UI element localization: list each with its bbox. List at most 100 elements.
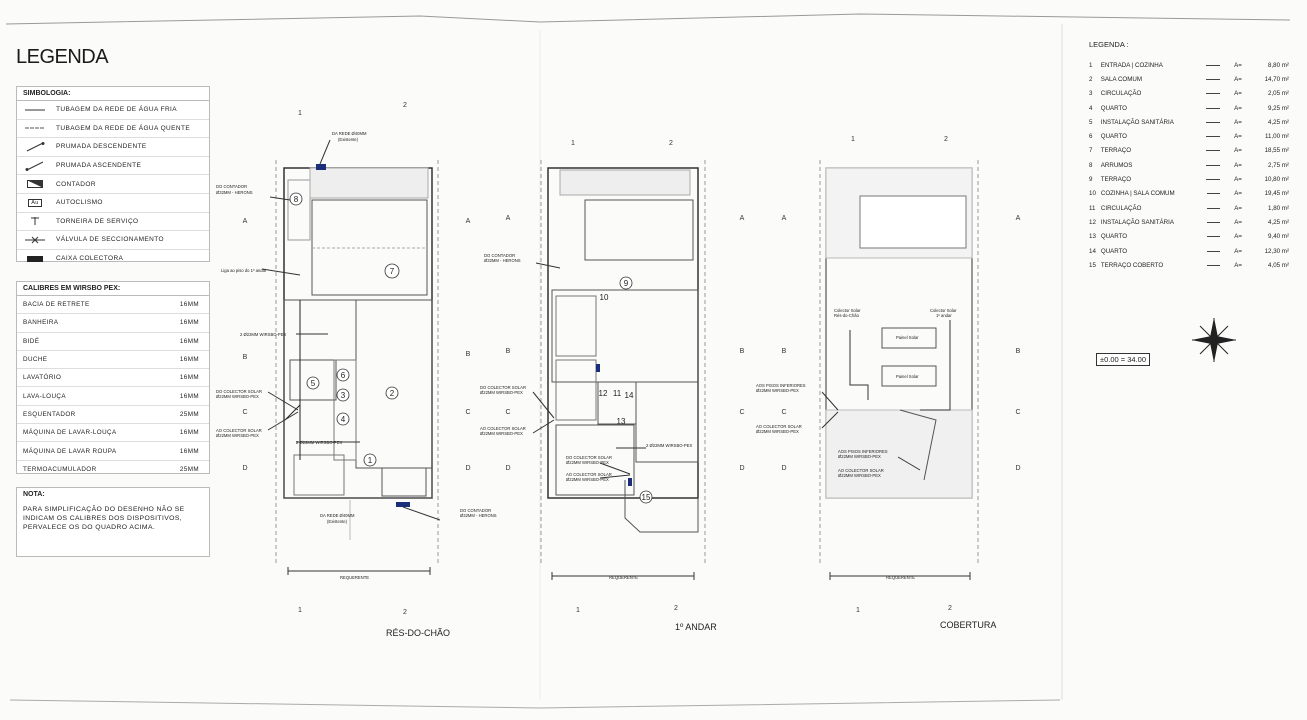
room-number: 5: [311, 379, 316, 388]
room-legend-number: 4: [1089, 104, 1093, 112]
room-legend-area-symbol: A=: [1234, 90, 1242, 98]
room-legend-dash: [1206, 93, 1221, 95]
section-mark: D: [739, 465, 744, 472]
annotation: AOS PISOS INFERIORES: [838, 449, 888, 454]
annotation: AO COLECTOR SOLAR: [838, 468, 884, 473]
room-legend-number: 7: [1089, 147, 1093, 155]
room-legend-number: 2: [1089, 75, 1093, 83]
room-legend-dash: [1206, 264, 1221, 266]
room-legend-area: 9,40 m²: [1268, 233, 1290, 241]
calibre-name: TERMOACUMULADOR: [23, 465, 97, 473]
axis-mark: 2: [403, 102, 407, 109]
room-legend-area-symbol: A=: [1234, 133, 1242, 141]
annotation: 1º andar: [936, 313, 952, 318]
room-legend-area: 4,05 m²: [1268, 261, 1290, 269]
calibre-value: 16MM: [179, 319, 199, 327]
annotation: Ø22MM WIRSBO-PEX: [566, 477, 609, 482]
axis-mark: 1: [298, 110, 302, 117]
room-number: 1: [368, 456, 373, 465]
room-legend-dash: [1206, 150, 1221, 152]
annotation: DA REDE Ø40MM: [332, 131, 367, 136]
section-mark: B: [740, 348, 745, 355]
room-legend-name: TERRAÇO COBERTO: [1100, 261, 1164, 269]
annotation: AO COLECTOR SOLAR: [216, 428, 262, 433]
room-legend-area-symbol: A=: [1234, 61, 1242, 69]
section-mark: D: [1015, 465, 1020, 472]
symbol-label: TUBAGEM DA REDE DE ÁGUA FRIA: [56, 106, 177, 114]
symbol-label: AUTOCLISMO: [56, 199, 103, 207]
room-legend-number: 10: [1089, 190, 1096, 198]
section-mark: A: [1016, 215, 1021, 222]
annotation: Ø22MM WIRSBO-PEX: [480, 431, 523, 436]
note-text: PARA SIMPLIFICAÇÃO DO DESENHO NÃO SE IND…: [23, 506, 185, 531]
calibre-row: LAVATÓRIO 16MM: [17, 369, 209, 388]
calibre-name: ESQUENTADOR: [23, 410, 76, 418]
room-legend-heading: LEGENDA :: [1089, 40, 1129, 49]
room-number: 10: [600, 293, 609, 302]
room-legend-name: ARRUMOS: [1100, 161, 1133, 169]
annotation: DA REDE Ø40MM: [320, 513, 355, 518]
room-legend-dash: [1206, 221, 1221, 223]
room-number: 15: [642, 493, 651, 502]
descending-riser-icon: [24, 141, 46, 152]
calibre-value: 16MM: [179, 429, 199, 437]
note-heading: NOTA:: [23, 491, 45, 498]
room-number: 11: [613, 389, 622, 398]
calibre-value: 16MM: [179, 374, 199, 382]
room-number: 3: [341, 391, 346, 400]
room-legend-name: QUARTO: [1100, 133, 1127, 141]
section-mark: C: [1015, 409, 1020, 416]
collector-box-icon: [24, 254, 46, 264]
calibre-name: LAVATÓRIO: [23, 374, 62, 382]
section-mark: A: [243, 218, 248, 225]
calibre-name: DUCHE: [23, 356, 48, 364]
annotation: Painel Solar: [896, 374, 919, 379]
room-legend-dash: [1206, 78, 1221, 80]
room-legend-name: QUARTO: [1100, 233, 1128, 241]
room-legend-number: 11: [1089, 204, 1096, 212]
section-mark: C: [739, 409, 744, 416]
room-legend-dash: [1206, 236, 1221, 238]
section-mark: B: [506, 348, 511, 355]
room-legend-dash: [1206, 207, 1221, 209]
flush-tank-icon: Au: [24, 198, 46, 208]
calibre-name: MÁQUINA DE LAVAR ROUPA: [23, 447, 117, 455]
room-legend-number: 5: [1089, 118, 1093, 126]
annotation: REQUERENTE: [340, 575, 369, 580]
axis-mark: 2: [674, 605, 678, 612]
cold-water-line-icon: [24, 105, 46, 115]
room-legend-name: TERRAÇO: [1100, 176, 1132, 184]
symbology-heading: SIMBOLOGIA:: [17, 87, 209, 101]
room-legend-number: 12: [1089, 218, 1096, 226]
room-legend-number: 1: [1089, 61, 1093, 69]
room-legend-number: 3: [1089, 90, 1093, 98]
annotation: Ø22MM WIRSBO-PEX: [838, 454, 881, 459]
symbology-box: SIMBOLOGIA: TUBAGEM DA REDE DE ÁGUA FRIA…: [16, 86, 210, 262]
flush-tank-glyph: Au: [28, 198, 42, 207]
room-legend-area: 2,75 m²: [1268, 161, 1289, 169]
room-legend-area-symbol: A=: [1234, 247, 1242, 255]
room-legend-area-symbol: A=: [1234, 147, 1242, 155]
room-legend-name: CIRCULAÇÃO: [1100, 204, 1142, 212]
annotation: DO COLECTOR SOLAR: [566, 455, 612, 460]
room-legend-area-symbol: A=: [1234, 161, 1242, 169]
section-mark: D: [781, 465, 786, 472]
section-mark: A: [740, 215, 745, 222]
section-mark: A: [782, 215, 787, 222]
room-legend-area-symbol: A=: [1234, 204, 1242, 212]
annotation: Rés-do-Chão: [834, 313, 860, 318]
symbol-label: CAIXA COLECTORA: [56, 255, 124, 263]
symbol-label: CONTADOR: [56, 180, 96, 188]
room-legend-number: 13: [1089, 233, 1096, 241]
room-legend-area-symbol: A=: [1234, 104, 1242, 112]
room-legend-name: INSTALAÇÃO SANITÁRIA: [1100, 218, 1174, 226]
